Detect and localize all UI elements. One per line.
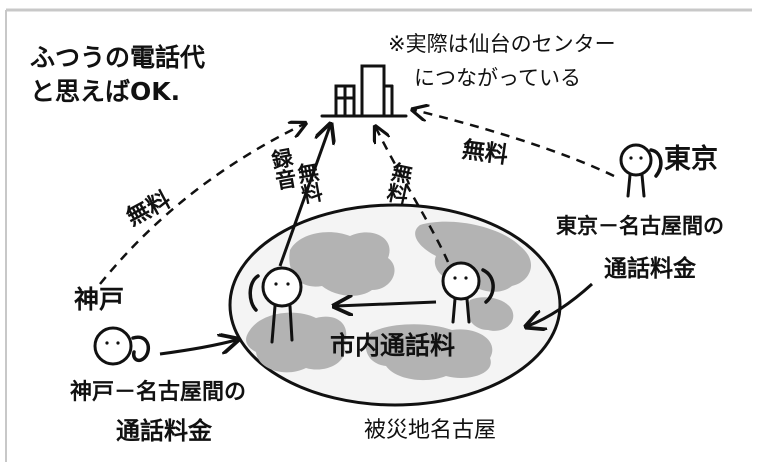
kobe-person-icon — [93, 326, 151, 366]
charge-kobe-line2: 通話料金 — [116, 417, 212, 445]
place-tokyo: 東京 — [664, 144, 718, 175]
note-top-right-line2: につながっている — [414, 66, 581, 90]
arrow-receiver-to-center-dashed — [376, 128, 450, 263]
arrow-tokyo-to-center-dashed — [414, 110, 615, 178]
note-top-right-line1: ※実際は仙台のセンター — [388, 32, 616, 56]
record-label-line1: 録音 — [267, 146, 299, 192]
tokyo-person-icon — [619, 143, 663, 198]
charge-kobe-line1: 神戸－名古屋間の — [70, 380, 247, 405]
gray-region-south — [365, 324, 493, 381]
arrow-nagoya-to-center — [278, 126, 330, 267]
arrow-tokyo-charge-to-area — [528, 282, 594, 326]
arrow-local-call — [336, 302, 437, 306]
nagoya-caller-person-icon — [248, 266, 303, 344]
arrow-kobe-to-center-dashed — [99, 124, 304, 285]
gray-region-southwest — [246, 312, 347, 373]
gray-region-north — [289, 232, 395, 296]
charge-tokyo-line2: 通話料金 — [604, 256, 696, 282]
local-call-charge: 市内通話料 — [330, 331, 456, 360]
gray-region-small — [467, 297, 514, 331]
note-top-left-line1: ふつうの電話代 — [30, 43, 206, 72]
building-icon — [320, 64, 408, 118]
place-kobe: 神戸 — [74, 285, 125, 314]
place-affected-area: 被災地名古屋 — [364, 418, 497, 443]
charge-tokyo-line1: 東京－名古屋間の — [556, 214, 724, 238]
arrow-kobe-to-area — [159, 340, 236, 356]
record-label-line2: 無料 — [293, 160, 325, 206]
note-top-left-line2: と思えばOK. — [30, 77, 181, 106]
nagoya-receiver-person-icon — [441, 261, 495, 324]
